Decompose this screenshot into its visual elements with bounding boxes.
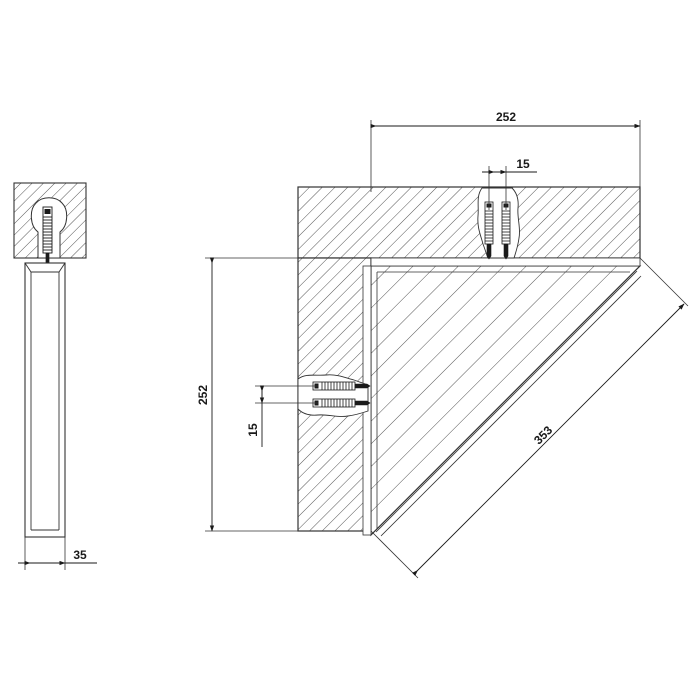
plan-section-view: 252 15 252	[196, 110, 689, 579]
side-elevation-view: 35	[13, 182, 97, 570]
dimension-label-left-15: 15	[246, 423, 260, 437]
plan-corner-shelf	[370, 265, 642, 537]
dimension-anchor-spacing-left: 15	[246, 385, 318, 447]
plan-left-anchors	[297, 374, 371, 417]
side-view-anchor	[42, 206, 53, 272]
dimension-anchor-spacing-top: 15	[482, 157, 537, 210]
dimension-label-diagonal-353: 353	[531, 423, 555, 447]
plan-top-anchors	[477, 187, 520, 260]
dimension-top-width: 252	[370, 110, 641, 192]
dimension-label-top-15: 15	[516, 157, 530, 171]
anchor-left-upper	[312, 381, 371, 391]
dimension-left-height: 252	[196, 257, 302, 532]
side-vertical-bar	[24, 262, 66, 538]
dimension-label-35: 35	[73, 548, 87, 562]
dimension-bar-thickness: 35	[18, 537, 97, 570]
plan-top-wall	[297, 186, 641, 259]
dimension-label-left-252: 252	[196, 385, 210, 405]
dimension-label-top-252: 252	[496, 110, 516, 124]
